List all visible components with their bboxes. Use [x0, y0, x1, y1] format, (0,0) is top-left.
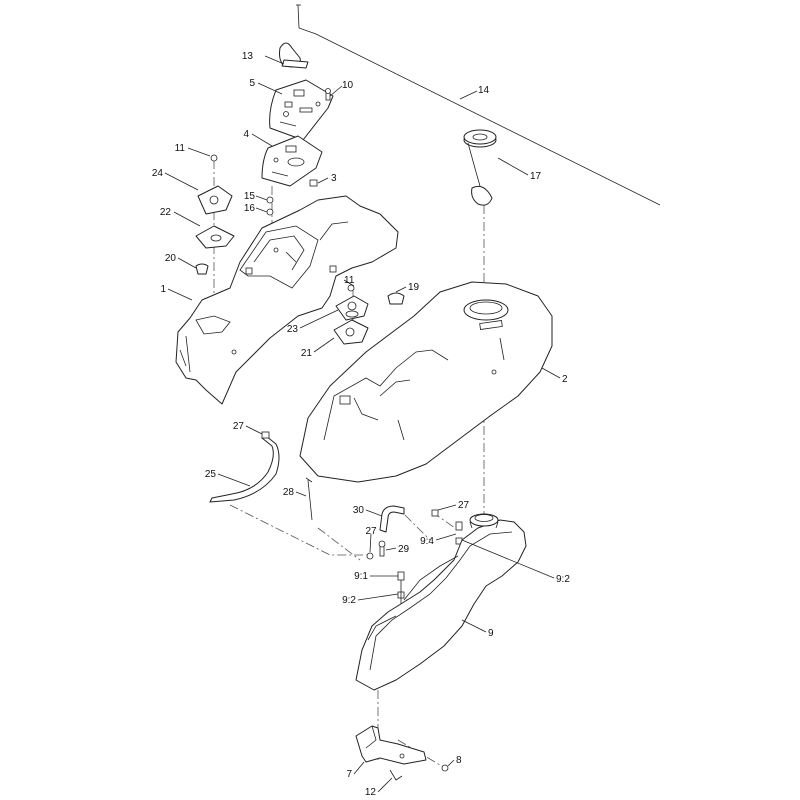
hose-part-25 — [209, 435, 280, 503]
callout-9: 9 — [488, 628, 494, 639]
callout-2: 2 — [562, 374, 568, 385]
callout-5: 5 — [249, 78, 255, 89]
callout-1: 1 — [160, 284, 166, 295]
fasteners-8-12 — [389, 764, 449, 781]
callout-9-1: 9:1 — [354, 571, 368, 582]
callout-29: 29 — [398, 544, 410, 555]
callout-17: 17 — [530, 171, 542, 182]
callout-12: 12 — [365, 787, 377, 798]
rod-part-14 — [296, 4, 661, 206]
fuel-cap-part-17 — [463, 129, 497, 206]
elbow-hose-part-30 — [379, 505, 405, 533]
pads-24-22-20 — [195, 185, 235, 275]
callout-9-2-left: 9:2 — [342, 595, 356, 606]
callout-25: 25 — [205, 469, 217, 480]
callout-4: 4 — [243, 129, 249, 140]
fender-part-2 — [299, 281, 553, 483]
callout-27-hose: 27 — [233, 421, 245, 432]
callout-3: 3 — [331, 173, 337, 184]
callout-labels: 13 5 10 14 4 11 3 24 17 15 16 22 20 11 1… — [152, 51, 570, 798]
callout-11-lower: 11 — [344, 275, 355, 286]
callout-22: 22 — [160, 207, 172, 218]
callout-27-fitting: 27 — [365, 526, 377, 537]
bracket-part-7 — [355, 725, 427, 765]
callout-27-tank-top: 27 — [458, 500, 470, 511]
callout-30: 30 — [353, 505, 365, 516]
callout-19: 19 — [408, 282, 420, 293]
clamp-part-27-top — [261, 431, 270, 439]
knob-part-13 — [279, 42, 309, 69]
callout-14: 14 — [478, 85, 490, 96]
callout-8: 8 — [456, 755, 462, 766]
console-body-part-1 — [175, 195, 399, 405]
callout-13: 13 — [242, 51, 254, 62]
clip-part-3 — [309, 179, 318, 187]
fasteners-11-15-16 — [210, 154, 274, 216]
callout-28: 28 — [283, 487, 295, 498]
leader-lines — [164, 55, 561, 793]
callout-24: 24 — [152, 168, 164, 179]
callout-21: 21 — [301, 348, 313, 359]
plate-part-5 — [269, 79, 334, 141]
callout-11-upper: 11 — [175, 143, 186, 154]
callout-20: 20 — [165, 253, 177, 264]
callout-9-4: 9:4 — [420, 536, 434, 547]
cable-tie-part-28 — [305, 477, 313, 521]
fuel-tank-part-9 — [355, 513, 527, 691]
callout-16: 16 — [244, 203, 256, 214]
pads-19-23-21 — [333, 284, 405, 345]
callout-7: 7 — [346, 769, 352, 780]
callout-10: 10 — [342, 80, 354, 91]
callout-15: 15 — [244, 191, 256, 202]
callout-23: 23 — [287, 324, 299, 335]
callout-9-2-right: 9:2 — [556, 574, 570, 585]
plate-part-4 — [261, 135, 323, 187]
screw-part-10 — [325, 88, 331, 101]
